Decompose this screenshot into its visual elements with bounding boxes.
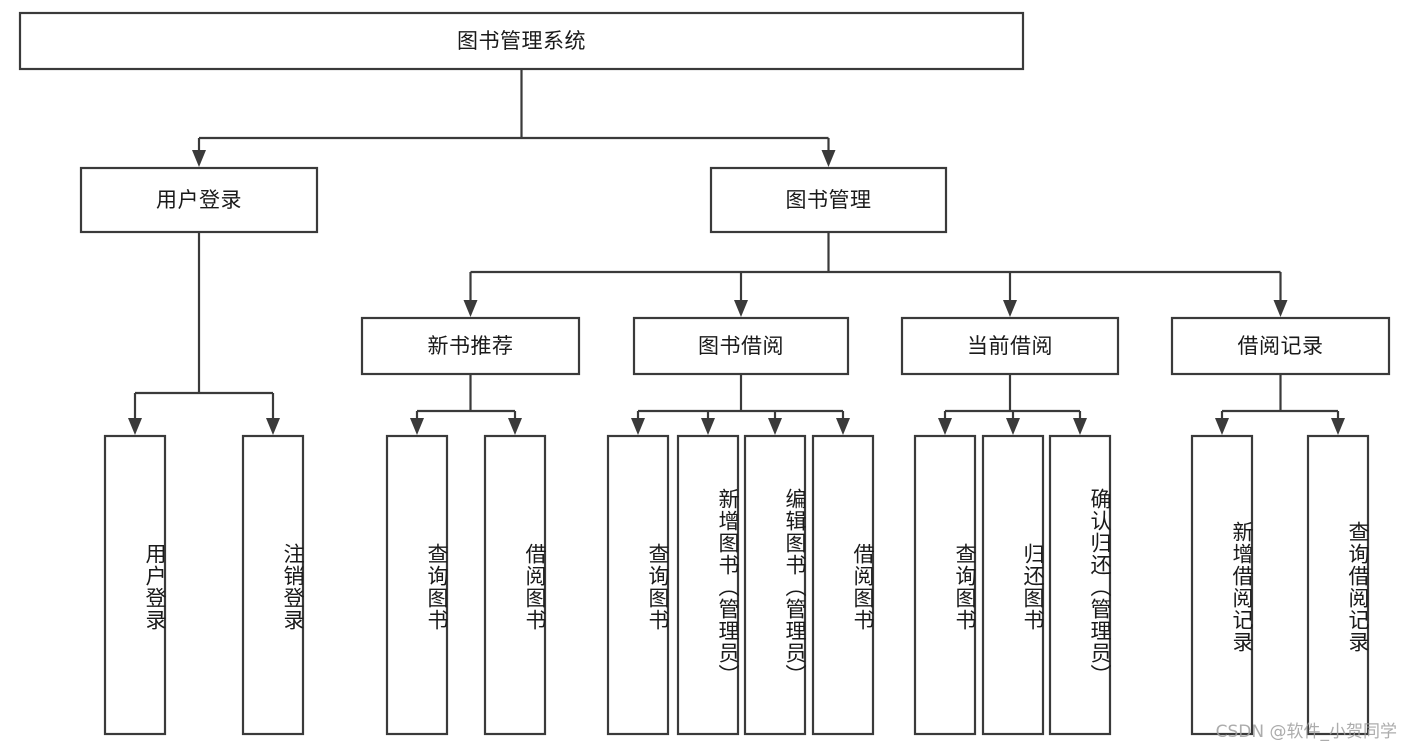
arrow-head-icon xyxy=(410,418,424,435)
arrow-head-icon xyxy=(1006,418,1020,435)
arrow-head-icon xyxy=(631,418,645,435)
node-box-book-borrow[interactable] xyxy=(632,316,850,376)
node-boxes xyxy=(18,11,1391,736)
node-box-leaf-edit-book[interactable] xyxy=(743,434,807,736)
arrow-head-icon xyxy=(836,418,850,435)
node-label-book-manage: 图书管理 xyxy=(786,188,872,212)
node-label-book-borrow: 图书借阅 xyxy=(698,334,784,358)
arrow-head-icon xyxy=(192,150,206,167)
arrow-head-icon xyxy=(734,300,748,317)
node-box-leaf-query-book-rec[interactable] xyxy=(385,434,449,736)
arrow-head-icon xyxy=(463,300,478,317)
arrow-head-icon xyxy=(1003,300,1017,317)
node-box-leaf-query-book-cb[interactable] xyxy=(913,434,977,736)
node-label-user-login: 用户登录 xyxy=(156,188,242,212)
arrow-head-icon xyxy=(128,418,142,435)
node-box-root[interactable] xyxy=(18,11,1025,71)
node-box-leaf-query-book-bb[interactable] xyxy=(606,434,670,736)
node-box-leaf-return-book[interactable] xyxy=(981,434,1045,736)
arrow-head-icon xyxy=(768,418,782,435)
arrow-head-icon xyxy=(508,418,522,435)
node-box-leaf-query-record[interactable] xyxy=(1306,434,1370,736)
connector-lines xyxy=(128,69,1345,435)
node-box-borrow-record[interactable] xyxy=(1170,316,1391,376)
arrow-head-icon xyxy=(1215,418,1229,435)
arrow-head-icon xyxy=(1273,300,1288,317)
node-label-new-book-rec: 新书推荐 xyxy=(428,334,514,358)
node-box-leaf-borrow-book-bb[interactable] xyxy=(811,434,875,736)
node-box-user-login[interactable] xyxy=(79,166,319,234)
arrow-head-icon xyxy=(821,150,836,167)
node-box-leaf-confirm-return[interactable] xyxy=(1048,434,1112,736)
node-box-leaf-add-book[interactable] xyxy=(676,434,740,736)
arrow-head-icon xyxy=(701,418,715,435)
node-box-current-borrow[interactable] xyxy=(900,316,1120,376)
node-box-leaf-user-logout[interactable] xyxy=(241,434,305,736)
node-box-book-manage[interactable] xyxy=(709,166,948,234)
arrow-head-icon xyxy=(1073,418,1087,435)
arrow-head-icon xyxy=(1331,418,1345,435)
watermark-text: CSDN @软件_小贺同学 xyxy=(1215,722,1397,742)
arrow-head-icon xyxy=(266,418,280,435)
node-label-current-borrow: 当前借阅 xyxy=(967,334,1053,358)
node-label-borrow-record: 借阅记录 xyxy=(1238,334,1324,358)
node-box-new-book-rec[interactable] xyxy=(360,316,581,376)
node-box-leaf-add-record[interactable] xyxy=(1190,434,1254,736)
arrow-head-icon xyxy=(938,418,952,435)
node-box-leaf-borrow-book-rec[interactable] xyxy=(483,434,547,736)
node-box-leaf-user-login[interactable] xyxy=(103,434,167,736)
node-label-root: 图书管理系统 xyxy=(457,29,586,53)
